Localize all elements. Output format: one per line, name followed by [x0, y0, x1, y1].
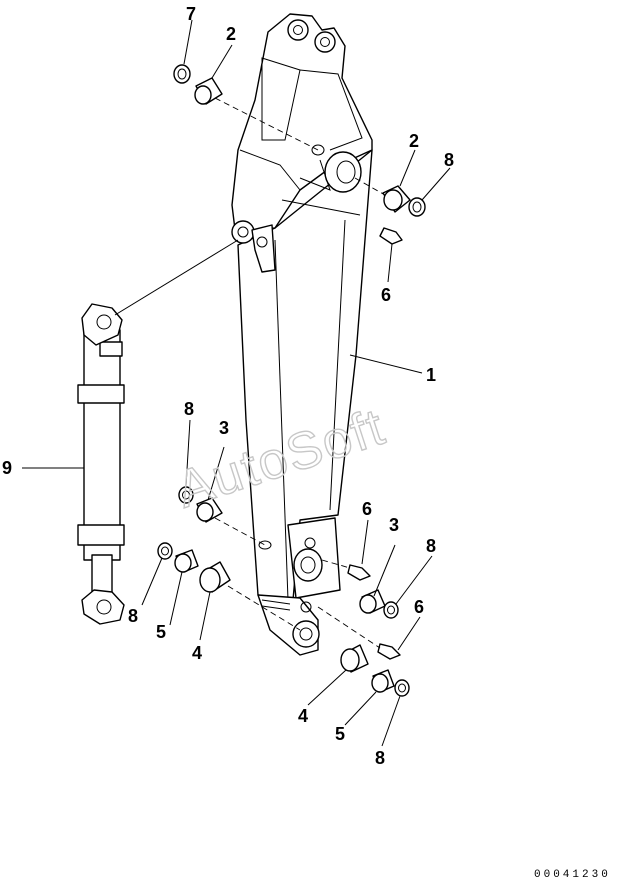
- bushing-4-right: [340, 644, 369, 673]
- callout-6-upper: 6: [381, 285, 391, 305]
- arm-cylinder-mount-hole: [237, 226, 249, 238]
- bushing-5-lower-left: [174, 549, 199, 573]
- arm-bracket-edge: [299, 69, 363, 151]
- arm-bracket-lower-edge: [239, 149, 301, 191]
- washer-8-mid-left: [178, 486, 194, 504]
- arm-bucket-end-hole: [299, 627, 313, 641]
- arm-upper-pin-hole: [311, 144, 325, 156]
- washer-8-lower-right: [394, 679, 410, 697]
- callout-4-right: 4: [298, 706, 308, 726]
- callout-labels: 7 2 2 8 6 1 8 3 9 6 3 8 6 8 5 4 4 5 8: [2, 4, 454, 768]
- arm-assembly: [231, 13, 373, 656]
- arm-grease-hole-mid: [304, 537, 316, 549]
- callout-3-mid-left: 3: [219, 418, 229, 438]
- arm-lower-hatch: [261, 599, 291, 611]
- callout-8-lower-left: 8: [128, 606, 138, 626]
- arm-pin-boss-bore: [336, 160, 356, 184]
- callout-8-mid-left: 8: [184, 399, 194, 419]
- callout-3-right: 3: [389, 515, 399, 535]
- bushing-2-upper-left: [194, 77, 223, 105]
- callout-2-right: 2: [409, 131, 419, 151]
- arm-lower-boss-bore: [300, 556, 316, 574]
- callout-4-lower-left: 4: [192, 643, 202, 663]
- callout-1-arm: 1: [426, 365, 436, 385]
- callout-6-mid: 6: [362, 499, 372, 519]
- washer-8-lower-left: [157, 542, 173, 560]
- washer-7-upper-left: [173, 64, 191, 84]
- arm-pin-boss: [324, 151, 362, 193]
- cylinder-port-block: [99, 341, 123, 357]
- callout-5-right: 5: [335, 724, 345, 744]
- assembly-guide-lines: [214, 97, 386, 649]
- bushing-2-right: [382, 185, 411, 213]
- leader-lines: [22, 19, 451, 747]
- arm-head-lug-left: [287, 19, 309, 41]
- bushing-4-lower-left: [199, 561, 231, 593]
- arm-lower-boss: [293, 548, 323, 582]
- cylinder-rod-eye-hole: [96, 599, 112, 615]
- arm-side-hole: [258, 540, 272, 550]
- callout-2-upper-left: 2: [226, 24, 236, 44]
- bushing-3-right: [359, 589, 386, 614]
- cylinder-assembly: [77, 303, 125, 625]
- arm-mid-bracket: [251, 224, 276, 273]
- callout-6-lower: 6: [414, 597, 424, 617]
- arm-boss-web: [299, 159, 331, 191]
- grease-fitting-6-upper: [379, 227, 403, 245]
- arm-head-lug-right: [314, 31, 336, 53]
- washer-8-right: [383, 601, 399, 619]
- grease-fitting-6-lower: [377, 643, 401, 660]
- cylinder-clamp-lower: [77, 524, 125, 546]
- callout-7-upper-left: 7: [186, 4, 196, 24]
- callout-7-right: 8: [444, 150, 454, 170]
- document-number: 00041230: [534, 869, 611, 881]
- grease-fitting-6-mid: [347, 564, 371, 581]
- callout-9-cylinder: 9: [2, 458, 12, 478]
- callout-8-lower-right: 8: [375, 748, 385, 768]
- cylinder-rod-eye: [81, 589, 125, 625]
- cylinder-rod: [91, 554, 113, 596]
- arm-inner-edge: [274, 239, 289, 601]
- callout-5-lower-left: 5: [156, 622, 166, 642]
- cylinder-head-eye: [81, 303, 123, 346]
- arm-mid-bracket-hole: [256, 236, 268, 248]
- arm-outer-inner-edge: [329, 219, 346, 511]
- bushing-5-right: [371, 669, 395, 693]
- arm-cross-edge: [281, 199, 361, 216]
- washer-7-right: [408, 197, 426, 217]
- arm-bracket-window: [261, 57, 301, 141]
- arm-bucket-end-lug: [292, 620, 320, 648]
- cylinder-head-eye-hole: [96, 314, 112, 330]
- callout-8-right: 8: [426, 536, 436, 556]
- arm-head-lug-left-hole: [293, 25, 303, 35]
- cylinder-tube: [83, 329, 121, 561]
- arm-grease-hole-lower: [300, 601, 312, 613]
- bushing-3-mid-left: [196, 497, 223, 523]
- arm-cylinder-mount-lug: [231, 220, 255, 244]
- cylinder-clamp-upper: [77, 384, 125, 404]
- arm-head-lug-right-hole: [320, 37, 330, 47]
